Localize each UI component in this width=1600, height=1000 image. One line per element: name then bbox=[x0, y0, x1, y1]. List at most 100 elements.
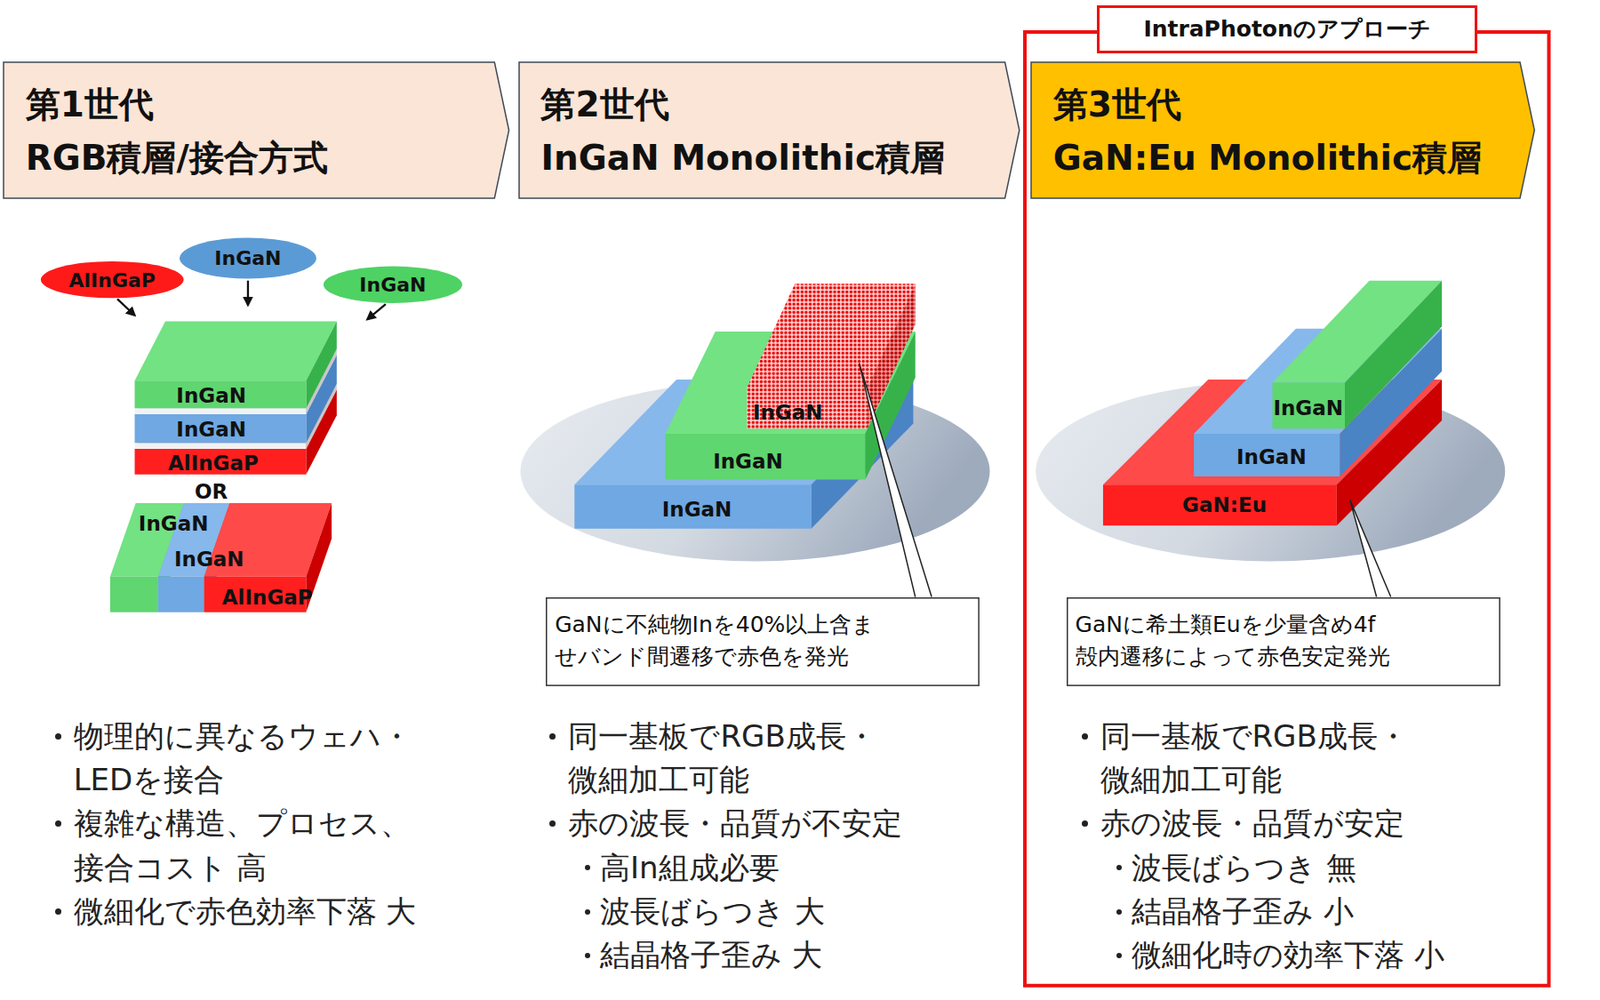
bullet-dot bbox=[55, 820, 62, 827]
bullet-list: 同一基板でRGB成長・ 微細加工可能赤の波長・品質が安定波長ばらつき 無結晶格子… bbox=[1100, 714, 1509, 978]
bullet-dot bbox=[1081, 733, 1088, 740]
generation-header: 第3世代GaN:Eu Monolithic積層 bbox=[1030, 61, 1536, 200]
generation-header: 第2世代InGaN Monolithic積層 bbox=[518, 61, 1021, 200]
bullet-item: 同一基板でRGB成長・ 微細加工可能 bbox=[1100, 714, 1509, 803]
bullet-dot bbox=[1081, 820, 1088, 827]
layer-label: InGaN bbox=[662, 497, 733, 521]
bullet-item: 物理的に異なるウェハ・ LEDを接合 bbox=[73, 714, 503, 803]
chevron-shape bbox=[519, 62, 1020, 199]
generation-subtitle: InGaN Monolithic積層 bbox=[540, 131, 994, 185]
sub-bullet-item: 結晶格子歪み 大 bbox=[600, 933, 977, 977]
material-ellipse bbox=[323, 266, 463, 304]
layer-label: InGaN bbox=[1236, 445, 1307, 469]
material-arrow bbox=[367, 304, 386, 320]
bullet-text: 微細化時の効率下落 小 bbox=[1131, 936, 1445, 973]
material-arrow bbox=[117, 298, 136, 315]
layer-front bbox=[135, 448, 307, 475]
bullet-text: 波長ばらつき 無 bbox=[1131, 849, 1357, 886]
generation-header: 第1世代RGB積層/接合方式 bbox=[2, 61, 511, 200]
bullet-dot bbox=[549, 820, 556, 827]
layer-label: AlInGaP bbox=[168, 451, 259, 475]
callout-box: GaNに希土類Euを少量含め4f 殻内遷移によって赤色安定発光 bbox=[1066, 597, 1501, 687]
chevron-shape bbox=[3, 62, 510, 199]
generation-header-outline bbox=[2, 61, 511, 200]
region-heading: IntraPhotonのアプローチ bbox=[1096, 5, 1478, 54]
material-arrow bbox=[247, 280, 249, 306]
layer-side bbox=[1344, 280, 1442, 429]
layer-front bbox=[135, 414, 307, 443]
generation-title: 第2世代 bbox=[540, 78, 994, 132]
layer-label: InGaN bbox=[752, 400, 824, 424]
sub-bullet-item: 高In組成必要 bbox=[600, 846, 977, 890]
bullet-text: 微細化で赤色効率下落 大 bbox=[73, 893, 417, 929]
layer-label: GaN:Eu bbox=[1182, 493, 1267, 517]
bullet-dot bbox=[55, 733, 62, 740]
bullet-text: 同一基板でRGB成長・ 微細加工可能 bbox=[1100, 718, 1408, 798]
callout-box-outline bbox=[545, 597, 980, 687]
layer-front bbox=[746, 387, 867, 429]
layer-front bbox=[1193, 433, 1340, 477]
layer-front bbox=[158, 576, 205, 613]
bullet-list: 同一基板でRGB成長・ 微細加工可能赤の波長・品質が不安定高In組成必要波長ばら… bbox=[568, 714, 976, 978]
bullet-dot bbox=[1116, 952, 1122, 959]
callout-text: GaNに希土類Euを少量含め4f 殻内遷移によって赤色安定発光 bbox=[1075, 608, 1492, 674]
generation-header-outline bbox=[1030, 61, 1536, 200]
layer-front bbox=[1103, 484, 1337, 526]
bullet-dot bbox=[549, 733, 556, 740]
generation-subtitle: RGB積層/接合方式 bbox=[25, 131, 484, 185]
layer-side bbox=[867, 283, 916, 429]
material-ellipse bbox=[40, 261, 184, 298]
chevron-shape bbox=[1031, 62, 1535, 199]
bullet-text: 複雑な構造、プロセス、 接合コスト 高 bbox=[73, 805, 411, 885]
bullet-text: 結晶格子歪み 大 bbox=[600, 936, 823, 973]
bullet-dot bbox=[584, 909, 591, 915]
callout-border bbox=[1066, 597, 1499, 685]
material-ellipse bbox=[179, 237, 317, 279]
bullet-item: 赤の波長・品質が安定 bbox=[1100, 801, 1509, 846]
bullet-dot bbox=[584, 864, 591, 871]
region-border bbox=[1024, 32, 1549, 986]
layer-top bbox=[135, 321, 337, 382]
layer-label: InGaN bbox=[174, 547, 245, 571]
illustration-group bbox=[40, 237, 1505, 612]
leader-line bbox=[859, 363, 933, 598]
layer-label: AlInGaP bbox=[222, 585, 313, 609]
layer-front bbox=[664, 433, 865, 480]
bullet-item: 複雑な構造、プロセス、 接合コスト 高 bbox=[73, 801, 503, 890]
bullet-text: 高In組成必要 bbox=[600, 849, 780, 886]
layer-front bbox=[574, 484, 811, 528]
generation-title: 第1世代 bbox=[25, 78, 484, 132]
bullet-dot bbox=[1116, 864, 1122, 871]
layer-front bbox=[135, 380, 307, 408]
bullet-item: 赤の波長・品質が不安定 bbox=[568, 801, 976, 846]
bullet-text: 物理的に異なるウェハ・ LEDを接合 bbox=[73, 718, 412, 798]
layer-front bbox=[110, 576, 159, 613]
layer-front bbox=[135, 442, 307, 449]
layer-label: InGaN bbox=[176, 384, 247, 408]
or-label: OR bbox=[194, 480, 228, 504]
layer-front bbox=[1272, 382, 1346, 429]
sub-bullet-item: 結晶格子歪み 小 bbox=[1131, 889, 1509, 934]
sub-bullet-item: 波長ばらつき 無 bbox=[1131, 846, 1509, 890]
material-label: InGaN bbox=[214, 247, 281, 270]
bullet-text: 波長ばらつき 大 bbox=[600, 893, 825, 929]
generation-subtitle: GaN:Eu Monolithic積層 bbox=[1053, 131, 1510, 185]
material-label: InGaN bbox=[359, 273, 426, 296]
layer-label: InGaN bbox=[1272, 396, 1344, 420]
layer-label: InGaN bbox=[138, 512, 209, 536]
callout-border bbox=[546, 597, 979, 685]
leader-line bbox=[1350, 500, 1392, 598]
bullet-text: 同一基板でRGB成長・ 微細加工可能 bbox=[568, 718, 876, 798]
callout-box: GaNに不純物Inを40%以上含ま せバンド間遷移で赤色を発光 bbox=[545, 597, 980, 687]
layer-front bbox=[135, 408, 307, 415]
layer-label: InGaN bbox=[176, 417, 247, 441]
layer-side bbox=[305, 321, 336, 409]
bullet-dot bbox=[584, 952, 591, 959]
leader-line bbox=[1350, 500, 1392, 598]
callout-box-outline bbox=[1066, 597, 1501, 687]
bullet-text: 結晶格子歪み 小 bbox=[1131, 893, 1354, 929]
sub-bullet-item: 微細化時の効率下落 小 bbox=[1131, 933, 1509, 977]
bullet-item: 微細化で赤色効率下落 大 bbox=[73, 889, 503, 934]
sub-bullet-item: 波長ばらつき 大 bbox=[600, 889, 977, 934]
